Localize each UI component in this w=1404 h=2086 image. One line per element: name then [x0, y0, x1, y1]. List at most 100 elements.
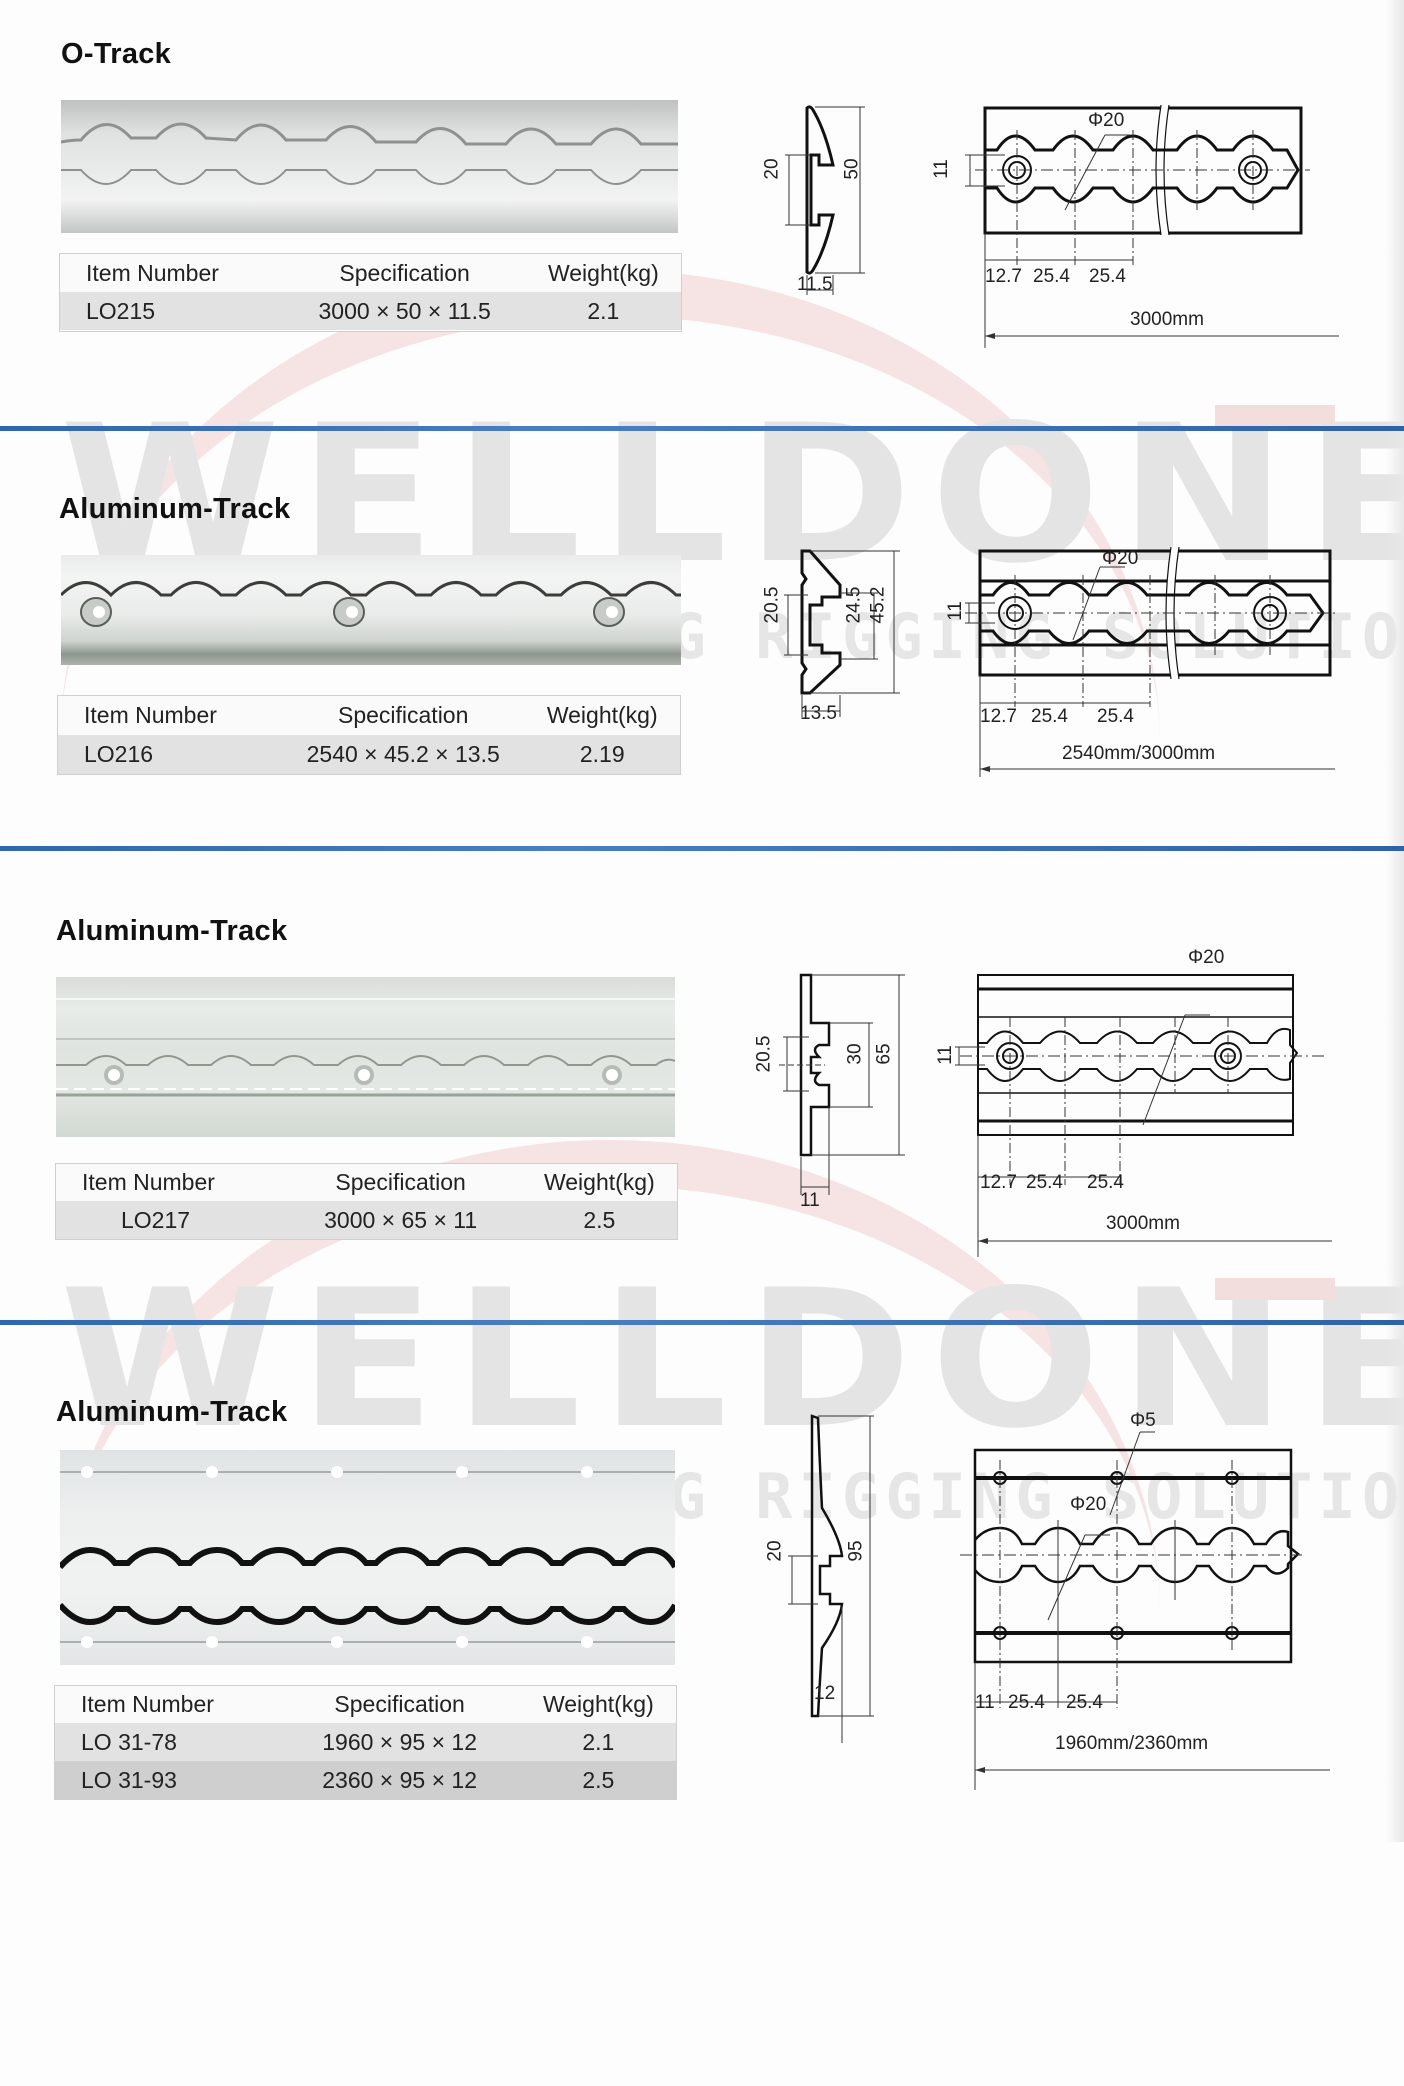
section-title: Aluminum-Track [59, 493, 291, 525]
dim-small-hole: Φ5 [1130, 1410, 1156, 1431]
header-specification: Specification [337, 702, 469, 728]
dim-height: 45.2 [867, 586, 889, 624]
dim-slot: 20 [761, 158, 783, 180]
plan-drawing [960, 1431, 1330, 1790]
header-weight: Weight(kg) [542, 1691, 654, 1717]
table-row: LO216 2540 × 45.2 × 13.5 2.19 [58, 735, 680, 774]
o-track-slots [61, 122, 678, 185]
dim-thickness: 11 [800, 1190, 820, 1211]
dim-pitch-2: 25.4 [1026, 1172, 1063, 1193]
table-row: LO 31-78 1960 × 95 × 12 2.1 [55, 1723, 676, 1761]
dim-pitch-1: 12.7 [980, 706, 1017, 727]
dim-thickness: 12 [814, 1683, 836, 1704]
section-title: Aluminum-Track [56, 915, 288, 947]
dim-pitch-3: 25.4 [1066, 1692, 1103, 1713]
dim-hole: Φ20 [1070, 1494, 1107, 1515]
cell-specification: 2360 × 95 × 12 [322, 1766, 478, 1793]
table-row: LO217 3000 × 65 × 11 2.5 [56, 1201, 677, 1239]
plan-drawing [965, 104, 1339, 348]
dim-slot: 20 [764, 1540, 786, 1562]
dim-hole: Φ20 [1088, 110, 1125, 131]
dim-width-mark: 11 [944, 601, 966, 621]
lo216-slots [61, 581, 681, 627]
dim-pitch-3: 25.4 [1097, 706, 1134, 727]
page-edge-shadow [1386, 0, 1404, 1842]
header-item-number: Item Number [86, 259, 219, 286]
section-title: O-Track [61, 38, 172, 70]
cell-specification: 3000 × 50 × 11.5 [318, 297, 491, 324]
cell-specification: 1960 × 95 × 12 [322, 1728, 478, 1755]
dim-length: 2540mm/3000mm [1062, 743, 1216, 764]
table-header: Item Number Specification Weight(kg) [55, 1686, 676, 1723]
plan-drawing [965, 546, 1335, 777]
watermark-brand: WELLDONE [60, 1249, 1404, 1470]
header-item-number: Item Number [82, 1169, 215, 1195]
dim-pitch-1: 12.7 [985, 266, 1022, 287]
profile-drawing [784, 549, 900, 717]
dim-pitch-3: 25.4 [1087, 1172, 1124, 1193]
plan-drawing [955, 974, 1332, 1257]
watermark-accent [1215, 405, 1335, 427]
dim-pitch-1: 11 [975, 1692, 995, 1713]
lo31-slots [60, 1466, 675, 1648]
table-header: Item Number Specification Weight(kg) [56, 1164, 677, 1201]
profile-drawing [779, 973, 905, 1195]
product-photo [56, 977, 675, 1137]
section-divider [0, 426, 1404, 431]
spec-table: Item Number Specification Weight(kg) LO … [54, 1685, 677, 1800]
cell-weight: 2.5 [582, 1766, 615, 1793]
product-photo [61, 555, 681, 665]
cell-weight: 2.5 [583, 1206, 616, 1233]
cell-weight: 2.19 [579, 741, 625, 767]
section-title: Aluminum-Track [56, 1396, 288, 1428]
header-weight: Weight(kg) [546, 702, 658, 728]
dim-hole: Φ20 [1102, 548, 1139, 569]
product-photo [61, 100, 678, 233]
dim-width-mark: 11 [934, 1045, 956, 1065]
profile-drawing [788, 1414, 874, 1743]
cell-item-number: LO 31-78 [81, 1728, 177, 1755]
dim-inner: 24.5 [843, 586, 865, 624]
product-photo [60, 1450, 675, 1665]
dim-height: 65 [873, 1043, 895, 1065]
table-row: LO 31-93 2360 × 95 × 12 2.5 [55, 1761, 676, 1799]
dim-pitch-1: 12.7 [980, 1172, 1017, 1193]
cell-item-number: LO 31-93 [81, 1766, 177, 1793]
dim-length: 3000mm [1130, 309, 1204, 330]
dim-pitch-2: 25.4 [1033, 266, 1070, 287]
table-header: Item Number Specification Weight(kg) [60, 254, 681, 292]
profile-drawing [785, 105, 865, 295]
section-divider [0, 1320, 1404, 1325]
table-row: LO215 3000 × 50 × 11.5 2.1 [60, 292, 681, 330]
dim-length: 3000mm [1106, 1213, 1180, 1234]
spec-table: Item Number Specification Weight(kg) LO2… [59, 253, 682, 332]
header-item-number: Item Number [81, 1691, 214, 1717]
cell-weight: 2.1 [587, 297, 620, 324]
dim-inner: 30 [844, 1043, 866, 1065]
spec-table: Item Number Specification Weight(kg) LO2… [57, 695, 681, 775]
cell-specification: 2540 × 45.2 × 13.5 [306, 741, 500, 767]
dim-length: 1960mm/2360mm [1055, 1733, 1209, 1754]
cell-item-number: LO215 [86, 297, 156, 324]
header-specification: Specification [335, 1169, 466, 1195]
dim-pitch-2: 25.4 [1008, 1692, 1045, 1713]
spec-table: Item Number Specification Weight(kg) LO2… [55, 1163, 678, 1240]
section-divider [0, 846, 1404, 851]
table-header: Item Number Specification Weight(kg) [58, 696, 680, 735]
cell-specification: 3000 × 65 × 11 [324, 1206, 478, 1233]
header-weight: Weight(kg) [547, 259, 659, 286]
header-item-number: Item Number [84, 702, 217, 728]
lo217-slots [56, 998, 675, 1097]
header-specification: Specification [334, 1691, 465, 1717]
dim-thickness: 13.5 [800, 703, 837, 724]
dim-pitch-3: 25.4 [1089, 266, 1126, 287]
header-weight: Weight(kg) [543, 1169, 655, 1195]
dim-slot: 20.5 [761, 586, 783, 624]
cell-item-number: LO217 [121, 1206, 191, 1233]
dim-slot: 20.5 [753, 1035, 775, 1073]
dim-hole: Φ20 [1188, 947, 1225, 968]
dim-height: 50 [841, 158, 863, 180]
header-specification: Specification [339, 259, 470, 286]
cell-weight: 2.1 [582, 1728, 615, 1755]
dim-pitch-2: 25.4 [1031, 706, 1068, 727]
